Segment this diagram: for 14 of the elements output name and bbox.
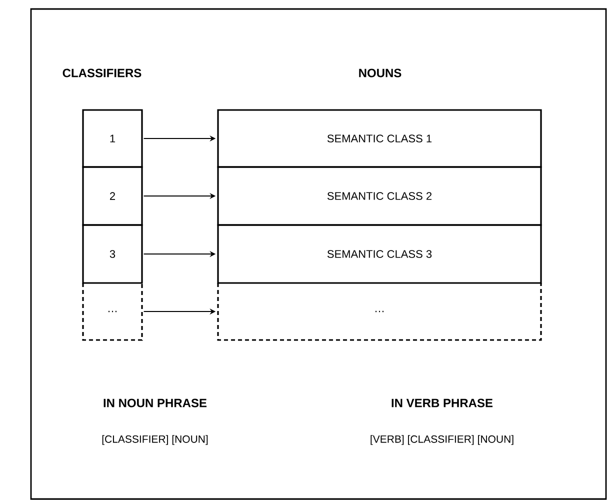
heading: CLASSIFIERS: [62, 68, 142, 78]
heading: NOUNS: [359, 68, 402, 78]
heading: IN NOUN PHRASE: [104, 398, 207, 408]
noun-class-box: …: [217, 283, 542, 341]
pattern-text: [CLASSIFIER] [NOUN]: [102, 435, 208, 445]
classifier-cell: 3: [82, 224, 143, 284]
pattern-text: [VERB] [CLASSIFIER] [NOUN]: [370, 435, 514, 445]
classifier-cell: …: [82, 283, 143, 341]
classifier-cell: 2: [82, 166, 143, 226]
heading: IN VERB PHRASE: [392, 398, 493, 408]
noun-class-box: SEMANTIC CLASS 1: [217, 109, 542, 168]
noun-class-box: SEMANTIC CLASS 2: [217, 166, 542, 226]
noun-class-box: SEMANTIC CLASS 3: [217, 224, 542, 284]
classifier-cell: 1: [82, 109, 143, 168]
